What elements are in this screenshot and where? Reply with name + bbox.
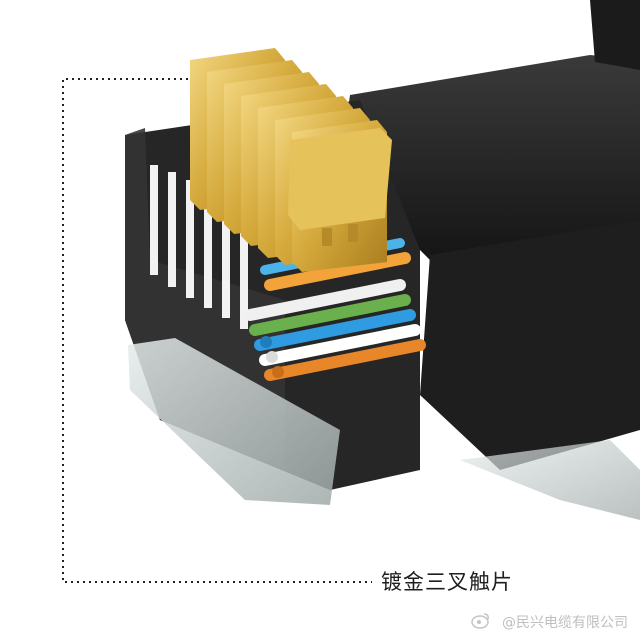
twisted-pair-wires [244, 238, 426, 381]
cable-boot [590, 0, 640, 70]
watermark-company: 民兴电缆有限公司 [516, 615, 628, 631]
callout-label: 镀金三叉触片 [381, 570, 513, 594]
transparent-latch [128, 338, 340, 505]
cable-jacket [420, 220, 640, 470]
weibo-logo-icon [471, 613, 489, 629]
gold-contact-blades [190, 48, 392, 272]
connector-housing-top [345, 55, 640, 260]
watermark-text: @民兴电缆有限公司 [502, 615, 628, 631]
transparent-latch-tail [460, 440, 640, 520]
wire-slots [150, 165, 248, 329]
